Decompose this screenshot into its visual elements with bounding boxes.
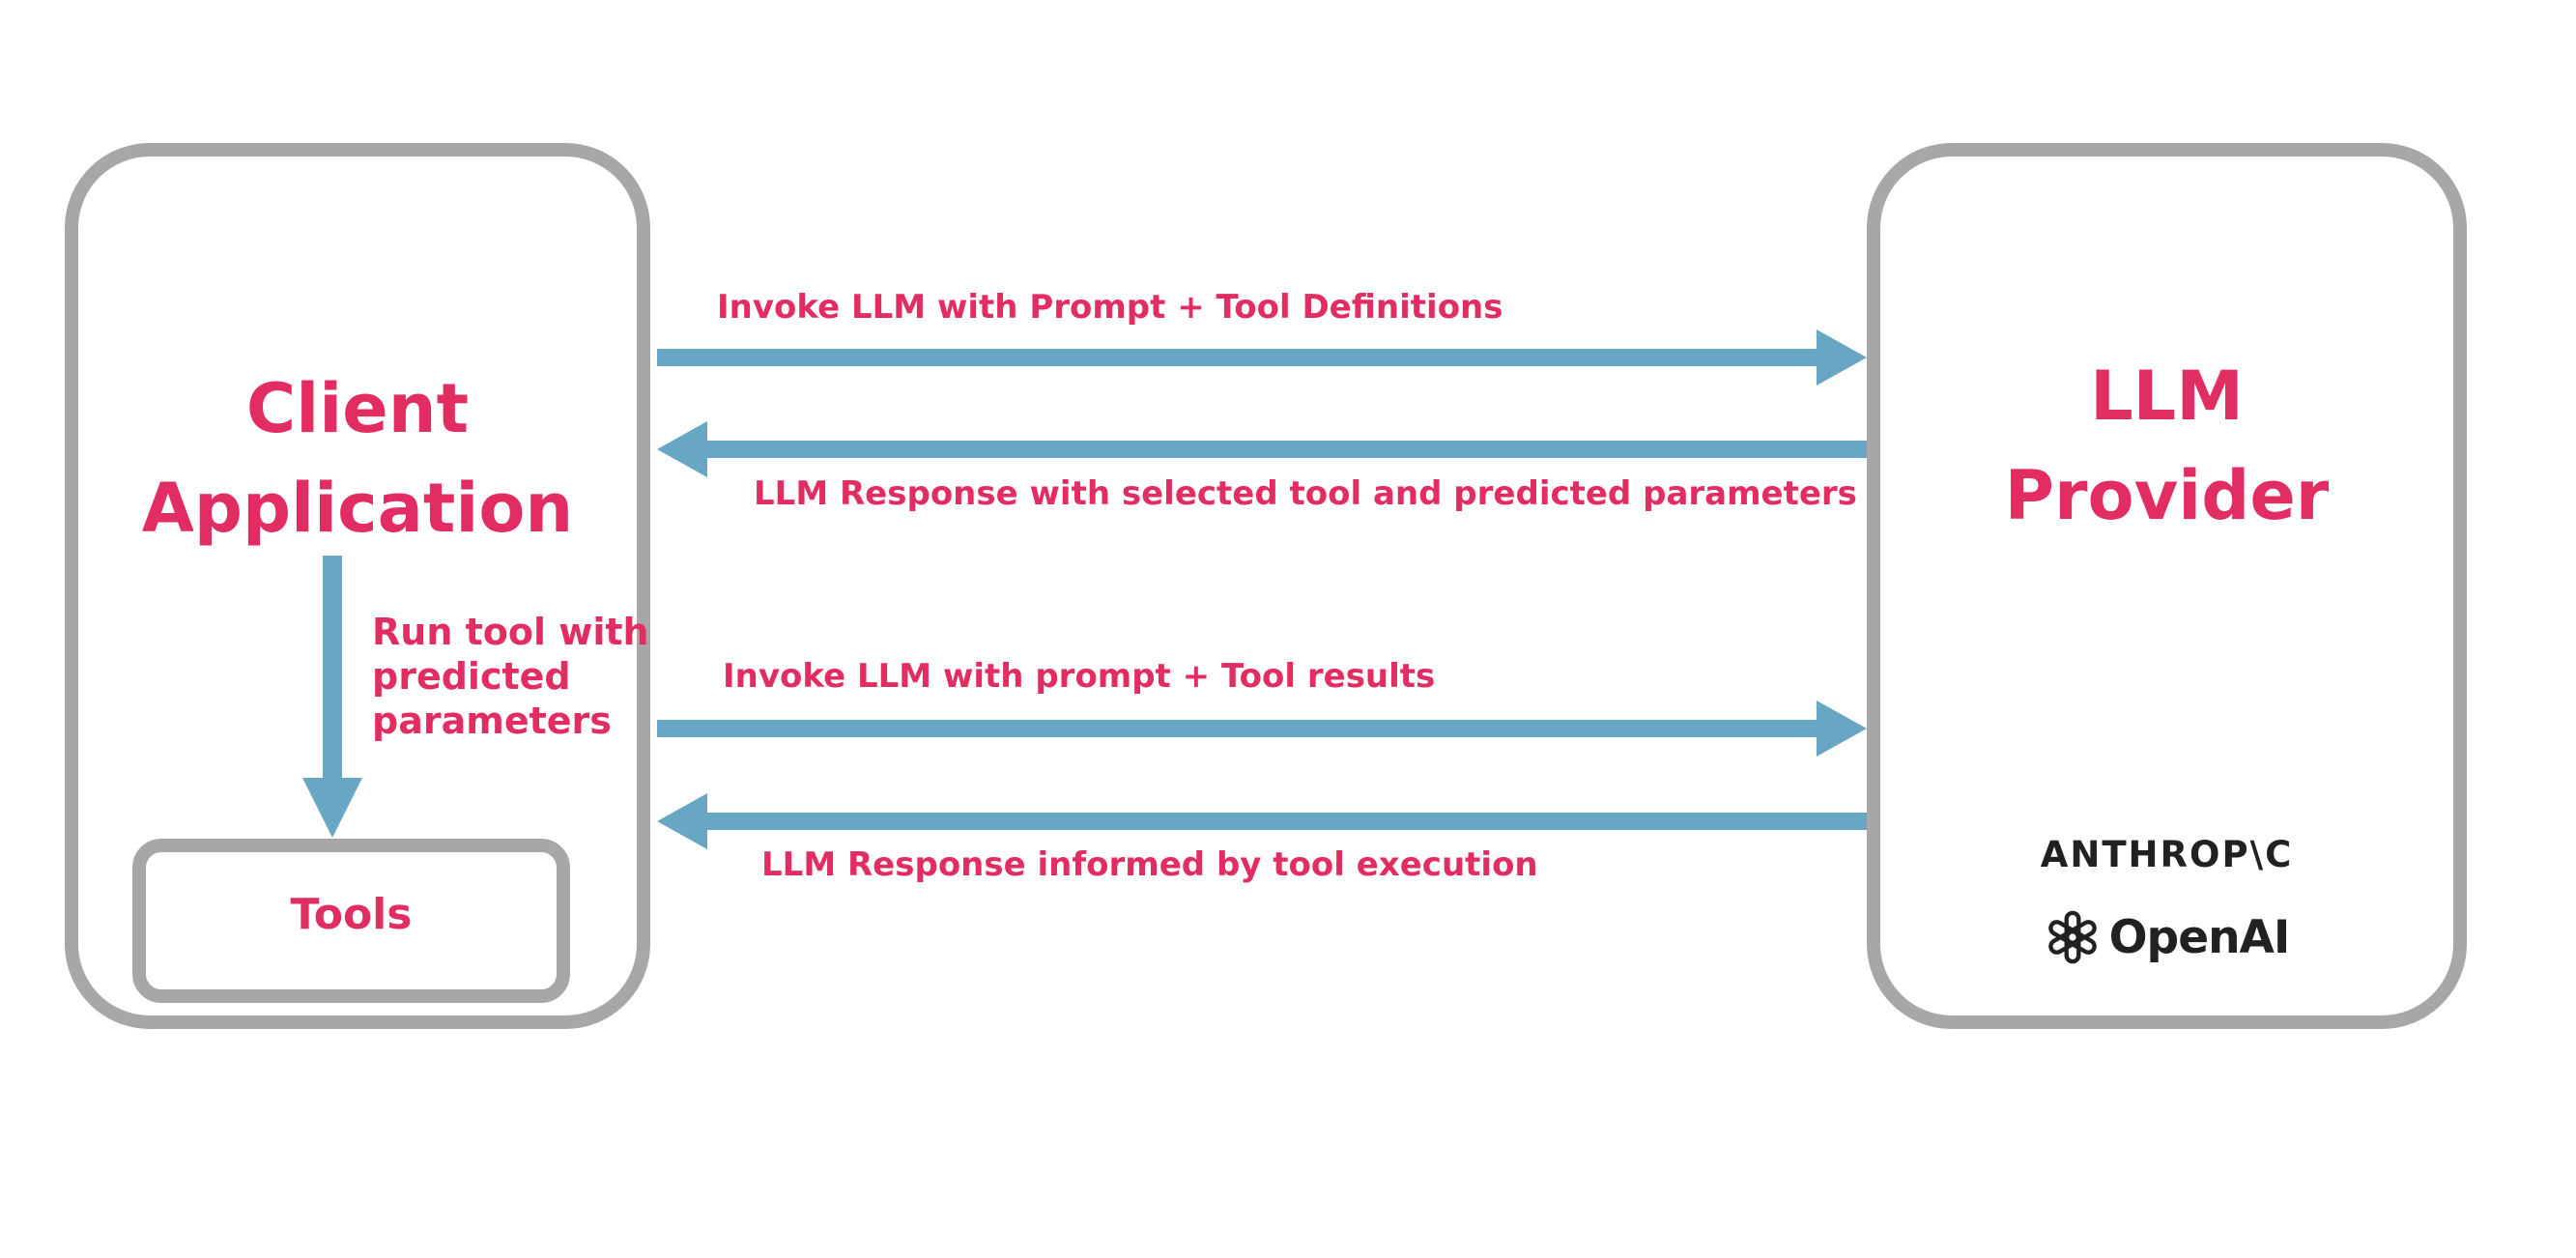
llm-provider-box: LLM Provider ANTHROP\C OpenAI [1867, 143, 2467, 1029]
provider-title-line2: Provider [2004, 456, 2330, 535]
openai-knot-icon [2047, 910, 2097, 964]
arrow-label-invoke-definitions: Invoke LLM with Prompt + Tool Definition… [717, 288, 1503, 327]
run-tool-note-line1: Run tool with [372, 611, 649, 653]
client-box-title: Client Application [78, 359, 637, 558]
run-tool-note-line3: parameters [372, 700, 612, 742]
anthropic-logo: ANTHROP\C [2040, 834, 2294, 875]
provider-title-line1: LLM [2090, 357, 2244, 436]
arrowhead-right-icon [1817, 700, 1867, 757]
client-title-line2: Application [141, 469, 574, 548]
tools-box-label: Tools [290, 889, 413, 939]
arrow-shaft [701, 441, 1867, 458]
arrow-shaft [657, 349, 1822, 366]
arrow-shaft [701, 813, 1867, 830]
arrow-label-response-tool-execution: LLM Response informed by tool execution [761, 845, 1538, 884]
arrow-label-response-selected-tool: LLM Response with selected tool and pred… [754, 474, 1857, 513]
run-tool-arrow-shaft [323, 556, 342, 778]
run-tool-note-line2: predicted [372, 655, 571, 698]
openai-logo: OpenAI [1880, 906, 2453, 968]
arrowhead-right-icon [1817, 329, 1867, 386]
tools-box: Tools [132, 839, 570, 1003]
client-title-line1: Client [245, 369, 470, 448]
run-tool-note: Run tool with predicted parameters [372, 610, 649, 743]
arrowhead-left-icon [657, 421, 707, 477]
arrowhead-down-icon [302, 778, 362, 838]
arrow-shaft [657, 720, 1822, 737]
arrow-label-invoke-tool-results: Invoke LLM with prompt + Tool results [723, 657, 1436, 696]
openai-wordmark: OpenAI [2108, 910, 2291, 964]
client-application-box: Client Application Run tool with predict… [65, 143, 650, 1029]
arrowhead-left-icon [657, 793, 707, 849]
provider-box-title: LLM Provider [1880, 347, 2453, 546]
